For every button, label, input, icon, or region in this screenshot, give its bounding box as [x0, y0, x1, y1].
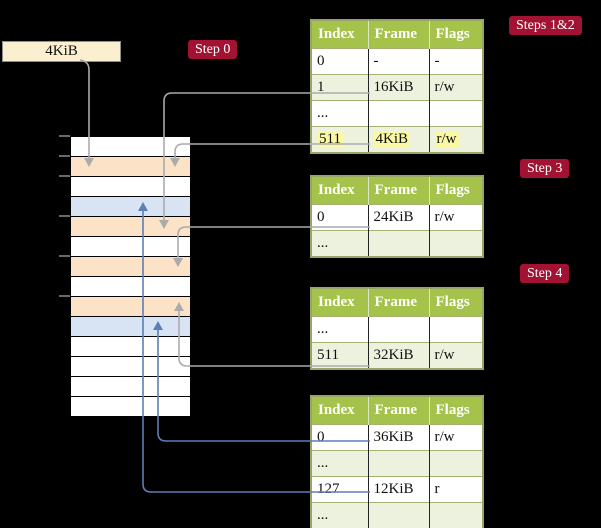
memory-frame-row-free — [71, 337, 190, 357]
table-cell — [368, 316, 430, 343]
column-header: Frame — [368, 20, 430, 49]
table-cell: ... — [311, 502, 369, 528]
memory-frame-row-free — [71, 277, 190, 297]
memory-frame-row-page_table — [71, 217, 190, 237]
table-cell — [368, 100, 430, 127]
table-cell — [429, 502, 483, 528]
steps1and2-badge: Steps 1&2 — [509, 16, 582, 35]
table-cell: r/w — [429, 342, 483, 369]
table-cell — [368, 502, 430, 528]
table-cell: 32KiB — [368, 342, 430, 369]
table-cell: 4KiB — [368, 126, 430, 153]
column-header: Flags — [429, 396, 483, 425]
table-cell: r/w — [429, 424, 483, 451]
table-cell: ... — [311, 450, 369, 477]
memory-frame-row-page_table — [71, 157, 190, 177]
memory-tick-marks — [59, 135, 70, 297]
memory-frame-row-data — [71, 317, 190, 337]
table-cell: ... — [311, 316, 369, 343]
table-cell: 1 — [311, 74, 369, 101]
table-cell: - — [368, 48, 430, 75]
column-header: Frame — [368, 176, 430, 205]
table-cell — [429, 230, 483, 257]
table-cell: 127 — [311, 476, 369, 503]
table-row: ... — [311, 230, 483, 257]
table-cell: ... — [311, 230, 369, 257]
table-cell — [368, 230, 430, 257]
table-cell: 511 — [311, 126, 369, 153]
step3-badge: Step 3 — [520, 159, 570, 178]
table-row: 511 4KiB r/w — [311, 126, 483, 153]
table-cell — [368, 450, 430, 477]
column-header: Frame — [368, 288, 430, 317]
frame-4kib-label: 4KiB — [45, 43, 78, 59]
memory-frame-row-free — [71, 177, 190, 197]
table-row: 0-- — [311, 48, 483, 75]
table-row: ... — [311, 316, 483, 343]
step4-badge: Step 4 — [520, 264, 570, 283]
column-header: Flags — [429, 288, 483, 317]
memory-frame-row-data — [71, 197, 190, 217]
table-row: ... — [311, 450, 483, 477]
table-cell — [429, 100, 483, 127]
table-cell: r/w — [429, 204, 483, 231]
table-cell — [429, 316, 483, 343]
memory-frame-row-free — [71, 357, 190, 377]
table-cell: ... — [311, 100, 369, 127]
physical-memory-stack — [70, 136, 191, 417]
column-header: Frame — [368, 396, 430, 425]
table-cell — [429, 450, 483, 477]
frame-4kib-box: 4KiB — [2, 41, 121, 62]
table-cell: 36KiB — [368, 424, 430, 451]
table-cell: 24KiB — [368, 204, 430, 231]
table-cell: 0 — [311, 424, 369, 451]
highlighted-value: r/w — [434, 131, 459, 147]
memory-frame-row-page_table — [71, 257, 190, 277]
column-header: Index — [311, 396, 369, 425]
table-cell: 12KiB — [368, 476, 430, 503]
column-header: Index — [311, 20, 369, 49]
highlighted-value: 4KiB — [373, 131, 411, 147]
memory-frame-row-free — [71, 137, 190, 157]
table-row: ... — [311, 100, 483, 127]
column-header: Index — [311, 176, 369, 205]
table-cell: r — [429, 476, 483, 503]
memory-frame-row-free — [71, 237, 190, 257]
column-header: Index — [311, 288, 369, 317]
column-header: Flags — [429, 176, 483, 205]
table-row: ... — [311, 502, 483, 528]
table-cell: 16KiB — [368, 74, 430, 101]
column-header: Flags — [429, 20, 483, 49]
table-cell: r/w — [429, 126, 483, 153]
step0-badge: Step 0 — [188, 40, 238, 59]
table-cell: 0 — [311, 204, 369, 231]
highlighted-value: 511 — [317, 131, 343, 147]
memory-frame-row-free — [71, 377, 190, 397]
memory-frame-row-free — [71, 397, 190, 416]
memory-frame-row-page_table — [71, 297, 190, 317]
table-cell: 511 — [311, 342, 369, 369]
table-cell: - — [429, 48, 483, 75]
table-cell: r/w — [429, 74, 483, 101]
table-cell: 0 — [311, 48, 369, 75]
